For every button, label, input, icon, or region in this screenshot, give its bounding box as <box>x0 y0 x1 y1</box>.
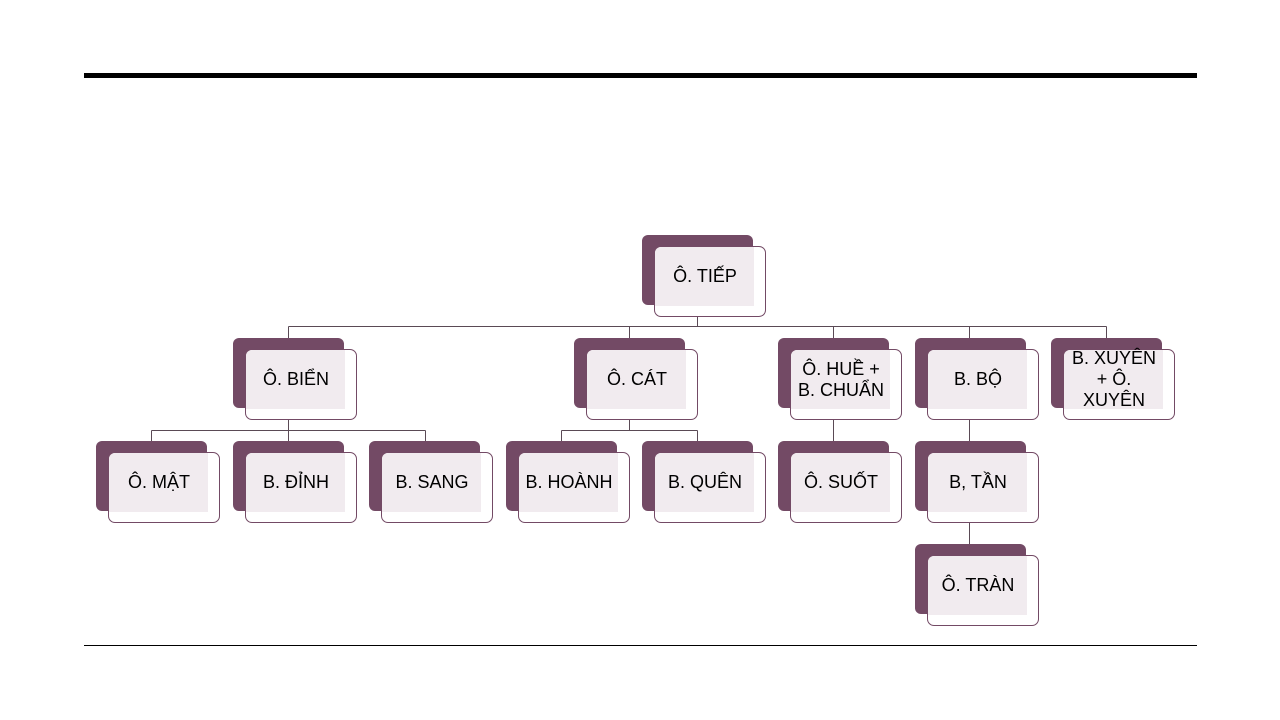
node-xuyen: B. XUYÊN + Ô. XUYÊN <box>1051 338 1175 420</box>
node-mat: Ô. MẬT <box>96 441 220 523</box>
node-hue: Ô. HUỀ + B. CHUẨN <box>778 338 902 420</box>
node-label: Ô. BIỂN <box>262 369 329 389</box>
node-front <box>927 452 1039 523</box>
node-front <box>518 452 630 523</box>
node-tran: Ô. TRÀN <box>915 544 1039 626</box>
node-label: B. BỘ <box>953 369 1002 389</box>
node-root: Ô. TIẾP <box>642 235 766 317</box>
node-label: B. SANG <box>395 472 469 492</box>
node-front <box>790 452 902 523</box>
node-suot: Ô. SUỐT <box>778 441 902 523</box>
node-sang: B. SANG <box>369 441 493 523</box>
node-cat: Ô. CÁT <box>574 338 698 420</box>
node-dinh: B. ĐỈNH <box>233 441 357 523</box>
node-front <box>654 452 766 523</box>
node-front <box>381 452 493 523</box>
bottom-rule <box>84 645 1197 646</box>
node-bien: Ô. BIỂN <box>233 338 357 420</box>
node-quen: B. QUÊN <box>642 441 766 523</box>
node-front <box>654 246 766 317</box>
node-front <box>1063 349 1175 420</box>
node-front <box>790 349 902 420</box>
node-label: B. XUYÊN + Ô. XUYÊN <box>1071 348 1157 410</box>
top-rule <box>84 73 1197 78</box>
node-bo: B. BỘ <box>915 338 1039 420</box>
node-label: Ô. SUỐT <box>803 472 878 492</box>
node-label: B. HOÀNH <box>525 472 613 492</box>
node-hoanh: B. HOÀNH <box>506 441 630 523</box>
node-label: Ô. TRÀN <box>941 575 1015 595</box>
node-front <box>927 349 1039 420</box>
node-front <box>245 452 357 523</box>
node-front <box>586 349 698 420</box>
node-label: B. ĐỈNH <box>262 472 329 492</box>
node-front <box>927 555 1039 626</box>
node-label: Ô. MẬT <box>128 472 190 492</box>
node-label: B. QUÊN <box>667 472 742 492</box>
node-tan: B, TẦN <box>915 441 1039 523</box>
node-front <box>245 349 357 420</box>
node-label: Ô. CÁT <box>606 369 667 389</box>
node-label: B, TẦN <box>949 472 1007 492</box>
node-label: Ô. HUỀ + B. CHUẨN <box>797 358 884 400</box>
node-label: Ô. TIẾP <box>673 266 737 286</box>
node-front <box>108 452 220 523</box>
